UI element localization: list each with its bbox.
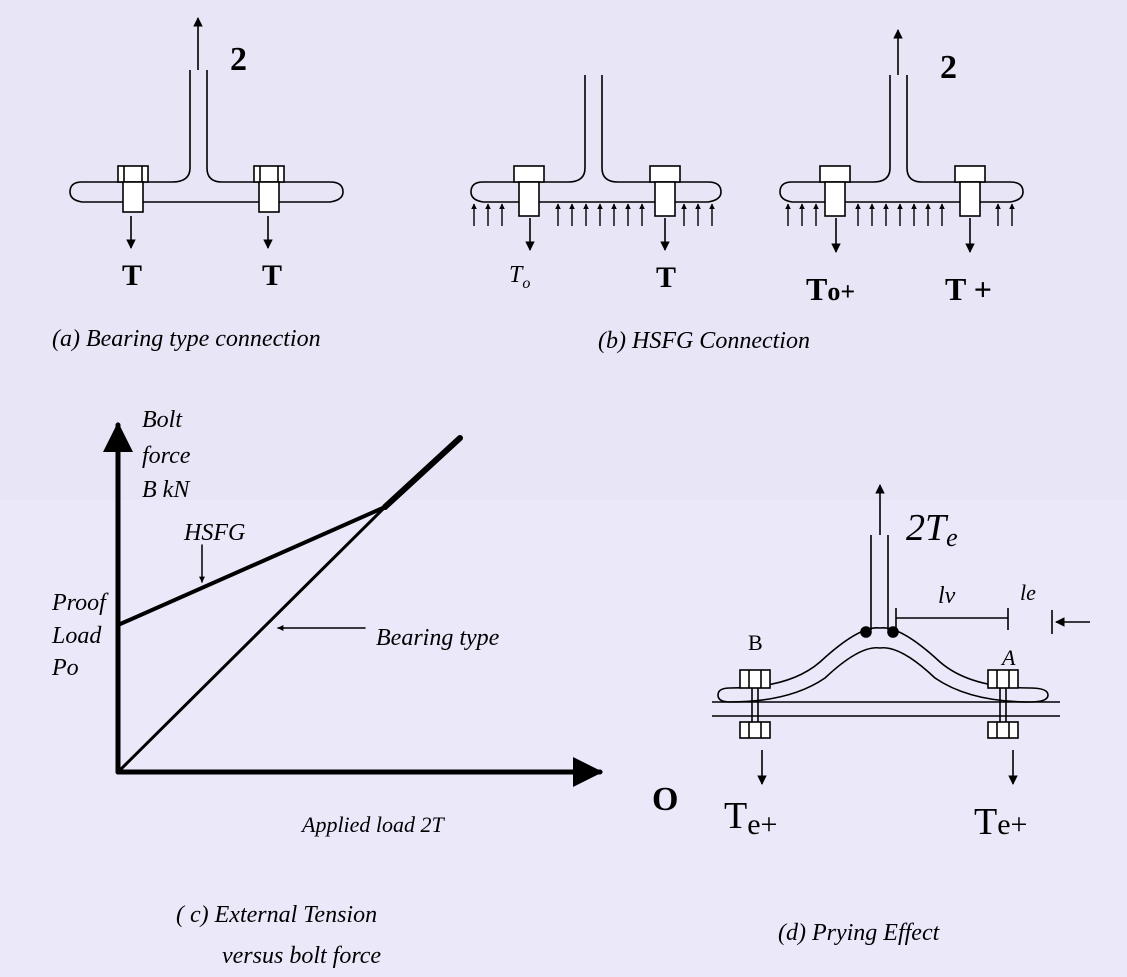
bolt-a-label: A — [1000, 645, 1016, 670]
panel-a-right-force-label: T — [262, 259, 282, 292]
panel-d-prying — [712, 484, 1090, 785]
panel-b-hsfg-no-load — [470, 75, 722, 251]
panel-b-top-label: 2 — [940, 49, 957, 86]
panel-a-bearing-connection — [69, 17, 344, 249]
panel-b-label-to: To — [509, 262, 530, 292]
tee-section — [69, 70, 344, 203]
proof-load-label-2: Load — [51, 623, 102, 649]
panel-b-label-t2b: T + — [945, 271, 992, 307]
panel-d-top-label: 2Te — [906, 507, 958, 552]
panel-a-top-label: 2 — [230, 41, 247, 78]
panel-b-label-t: T — [656, 261, 676, 294]
flange-top — [729, 627, 1031, 689]
bolt-hsfg-right-1 — [819, 165, 851, 217]
lv-label: lv — [938, 583, 956, 609]
panel-a-caption: (a) Bearing type connection — [52, 326, 321, 352]
contact-pressure-arrows-left — [471, 203, 715, 226]
x-axis-label: Applied load 2T — [300, 812, 446, 837]
panel-b-hsfg-loaded — [779, 29, 1024, 253]
hsfg-line — [116, 505, 387, 627]
panel-d-caption: (d) Prying Effect — [778, 920, 941, 946]
y-axis-label-3: B kN — [142, 477, 191, 503]
panel-b-caption: (b) HSFG Connection — [598, 328, 810, 354]
bolt-left — [117, 165, 149, 213]
contact-pressure-arrows-right — [785, 203, 1015, 226]
bearing-type-label: Bearing type — [376, 625, 500, 651]
bolt-hsfg-left-1 — [513, 165, 545, 217]
panel-a-left-force-label: T — [122, 259, 142, 292]
bolt-a — [987, 669, 1019, 739]
proof-load-label-1: Proof — [51, 590, 109, 616]
y-axis-label-1: Bolt — [142, 407, 183, 433]
bolt-hsfg-left-2 — [649, 165, 681, 217]
tee-section-hsfg-right — [779, 75, 1024, 203]
tee-section-hsfg-left — [470, 75, 722, 203]
bolt-hsfg-right-2 — [954, 165, 986, 217]
panel-c-caption-2: versus bolt force — [222, 943, 381, 969]
bolt-right — [253, 165, 285, 213]
bolt-b-label: B — [748, 630, 763, 655]
x-axis-end-label: O — [652, 781, 678, 818]
background-photo-band — [0, 0, 1127, 500]
common-line — [382, 435, 463, 510]
panel-c-caption-1: ( c) External Tension — [176, 902, 377, 928]
le-label: le — [1020, 580, 1036, 605]
bolt-b-force-label: Te+ — [724, 795, 777, 841]
hsfg-label: HSFG — [183, 520, 245, 546]
panel-c-graph — [103, 422, 603, 787]
proof-load-label-3: Po — [51, 655, 79, 681]
panel-b-label-t2a: To+ — [806, 271, 855, 307]
flange-bottom — [729, 646, 1031, 703]
bolt-a-force-label: Te+ — [974, 801, 1027, 843]
y-axis-label-2: force — [142, 443, 191, 469]
bearing-type-line — [116, 505, 387, 774]
bolt-b — [739, 669, 771, 739]
